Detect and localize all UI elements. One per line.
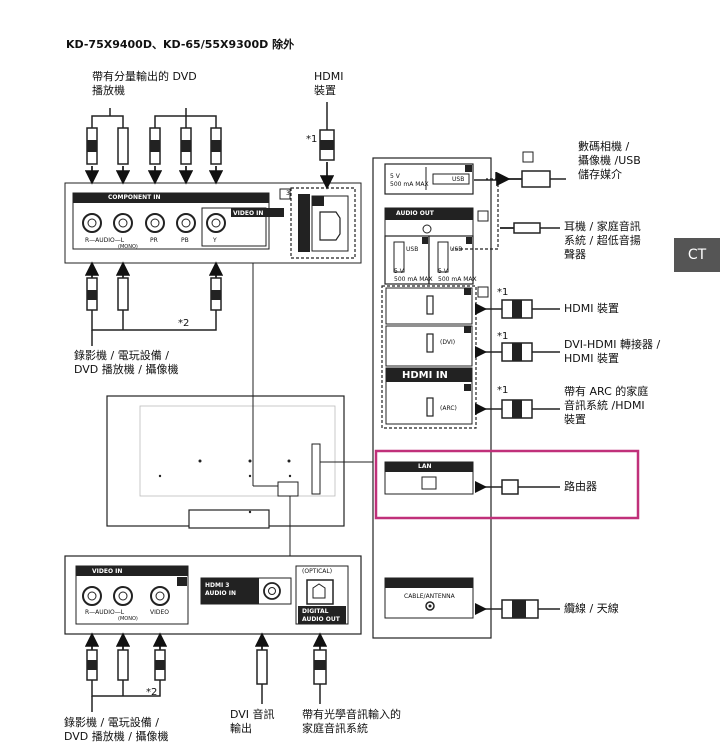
arc-label: 帶有 ARC 的家庭 音訊系統 /HDMI 裝置: [564, 385, 649, 426]
note-2-top: *2: [178, 318, 190, 329]
optical-label: (OPTICAL): [302, 568, 333, 575]
mono-bottom: (MONO): [118, 616, 138, 622]
vcr-label-bottom: 錄影機 / 電玩設備 / DVD 播放機 / 攝像機: [64, 716, 169, 743]
page-title: KD-75X9400D、KD-65/55X9300D 除外: [66, 38, 295, 51]
mono-top: (MONO): [118, 244, 138, 250]
num-3-top: 3: [286, 190, 290, 197]
ct-tab[interactable]: CT: [674, 238, 720, 272]
usb3-label: USB: [450, 246, 463, 253]
usb2-label: USB: [406, 246, 419, 253]
note-1-arc: *1: [497, 385, 509, 396]
hdmi3-audio-in-label: HDMI 3 AUDIO IN: [205, 582, 236, 597]
usb2-power: 5 V 500 mA MAX: [394, 268, 433, 283]
lan-highlight: [374, 449, 640, 520]
r-audio-l-bottom: R—AUDIO—L: [85, 609, 125, 616]
router-label: 路由器: [564, 480, 597, 493]
hdmi-device-label: HDMI 裝置: [564, 302, 619, 315]
pr-label: PR: [150, 237, 158, 244]
note-1-dvi: *1: [497, 331, 509, 342]
audio-out-label: AUDIO OUT: [396, 210, 434, 217]
optical-system-label: 帶有光學音訊輸入的 家庭音訊系統: [302, 708, 401, 735]
cable-label: 纜線 / 天線: [564, 602, 619, 615]
video-in-label-top: VIDEO IN: [233, 210, 264, 217]
component-in-label: COMPONENT IN: [108, 194, 161, 201]
dvi-audio-out-label: DVI 音訊 輸出: [230, 708, 275, 735]
note-1: *1: [306, 134, 318, 145]
hdmi-in-label: HDMI IN: [402, 370, 448, 381]
video-port-label: VIDEO: [150, 609, 170, 616]
usb1-label: USB: [452, 176, 465, 183]
note-2-bottom: *2: [146, 687, 158, 698]
usb3-power: 5 V 500 mA MAX: [438, 268, 477, 283]
component-jacks: [82, 213, 226, 233]
usb1-power: 5 V 500 mA MAX: [390, 173, 429, 188]
y-label: Y: [213, 237, 217, 244]
arc-port-label: (ARC): [440, 405, 457, 412]
vcr-label-top: 錄影機 / 電玩設備 / DVD 播放機 / 攝像機: [74, 349, 179, 376]
pb-label: PB: [181, 237, 189, 244]
hdmi-top-label: HDMI 裝置: [314, 70, 344, 97]
top-dvd-label: 帶有分量輸出的 DVD 播放機: [92, 70, 197, 97]
tv-back: [106, 395, 345, 527]
dvi-port-label: (DVI): [440, 339, 456, 346]
cable-antenna-label: CABLE/ANTENNA: [404, 593, 455, 600]
dvi-hdmi-label: DVI-HDMI 轉接器 / HDMI 裝置: [564, 338, 661, 365]
r-audio-l-top: R—AUDIO—L: [85, 237, 125, 244]
video-in-label-bottom: VIDEO IN: [92, 568, 123, 575]
note-1-hdmi: *1: [497, 287, 509, 298]
digital-audio-out-label: DIGITAL AUDIO OUT: [302, 608, 340, 623]
camera-label: 數碼相機 / 攝像機 /USB 儲存媒介: [578, 140, 641, 181]
headphone-label: 耳機 / 家庭音訊 系統 / 超低音揚 聲器: [564, 220, 641, 261]
lan-label: LAN: [418, 463, 432, 470]
